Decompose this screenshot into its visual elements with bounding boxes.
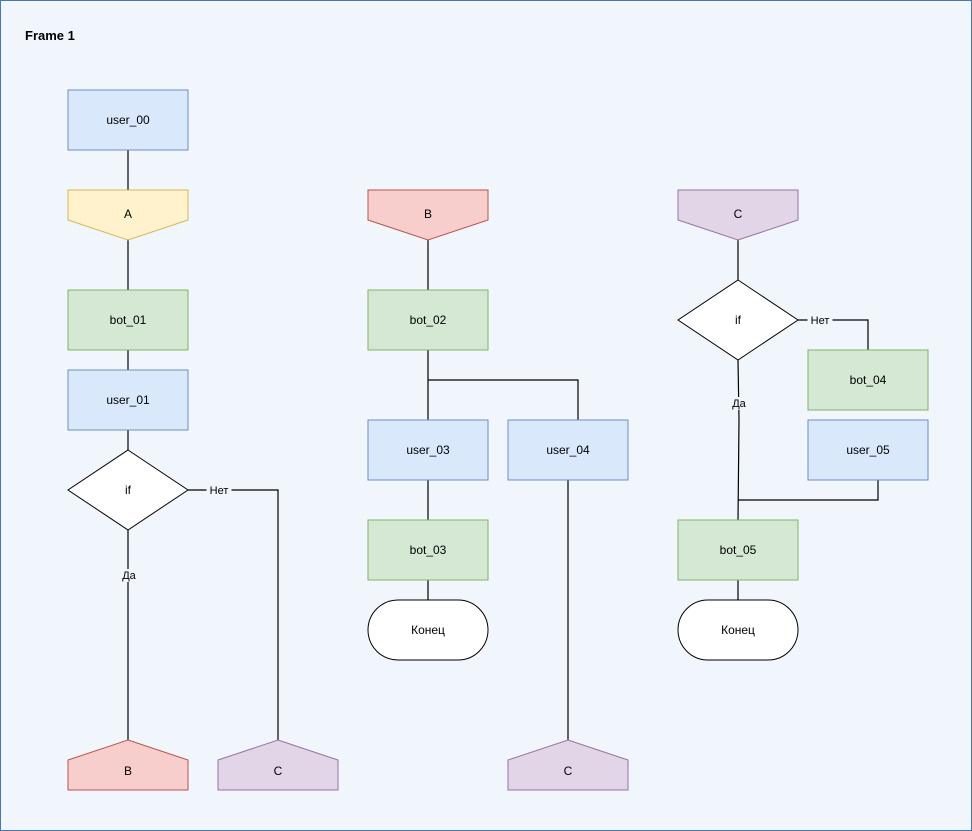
offpage-connector-shape [217, 739, 339, 791]
process-box [67, 89, 189, 151]
node-label: user_03 [406, 443, 450, 457]
edge-label: Нет [807, 314, 833, 327]
node-label: Конец [411, 623, 445, 637]
edge-bot-02-to-user-04 [428, 379, 579, 420]
process-box [367, 289, 489, 351]
process-box [67, 289, 189, 351]
edge-label-text: Да [122, 570, 136, 582]
node-label: bot_02 [410, 313, 447, 327]
node-label: bot_03 [410, 543, 447, 557]
node-label: if [125, 483, 132, 497]
node-label: C [274, 764, 283, 778]
node-user-01[interactable]: user_01 [67, 369, 189, 431]
process-box [507, 419, 629, 481]
process-box [807, 349, 929, 411]
edge-label-bg [206, 484, 232, 497]
node-b-end[interactable]: B [67, 739, 189, 791]
node-label: A [124, 207, 132, 221]
process-box [367, 519, 489, 581]
terminator-pill [677, 599, 799, 661]
terminator-pill [367, 599, 489, 661]
frame-title: Frame 1 [25, 28, 75, 43]
node-end-1[interactable]: Конец [367, 599, 489, 661]
offpage-connector-shape [507, 739, 629, 791]
decision-diamond [67, 449, 189, 531]
node-label: C [564, 764, 573, 778]
node-end-2[interactable]: Конец [677, 599, 799, 661]
node-label: user_04 [546, 443, 590, 457]
edge-label-text: Да [732, 398, 746, 410]
node-label: bot_01 [110, 313, 147, 327]
node-user-04[interactable]: user_04 [507, 419, 629, 481]
process-box [67, 369, 189, 431]
node-bot-04[interactable]: bot_04 [807, 349, 929, 411]
node-label: if [735, 313, 742, 327]
node-bot-02[interactable]: bot_02 [367, 289, 489, 351]
edge-label-text: Нет [811, 315, 830, 327]
node-bot-01[interactable]: bot_01 [67, 289, 189, 351]
edge-label: Нет [206, 484, 232, 497]
node-user-00[interactable]: user_00 [67, 89, 189, 151]
node-label: user_00 [106, 113, 150, 127]
node-c-end-2[interactable]: C [507, 739, 629, 791]
offpage-connector-shape [67, 739, 189, 791]
node-label: user_01 [106, 393, 150, 407]
node-user-03[interactable]: user_03 [367, 419, 489, 481]
edge-label-text: Нет [210, 485, 229, 497]
node-if-1[interactable]: if [67, 449, 189, 531]
edge-if-1-to-c-end-1 [188, 489, 279, 740]
node-label: B [424, 207, 432, 221]
node-label: user_05 [846, 443, 890, 457]
node-bot-05[interactable]: bot_05 [677, 519, 799, 581]
edge-label: Да [730, 397, 748, 410]
node-label: bot_04 [850, 373, 887, 387]
node-label: Конец [721, 623, 755, 637]
edge-label-bg [730, 397, 748, 410]
offpage-connector-shape [677, 189, 799, 241]
node-a[interactable]: A [67, 189, 189, 241]
node-label: C [734, 207, 743, 221]
edge-label-bg [120, 569, 138, 582]
process-box [367, 419, 489, 481]
process-box [807, 419, 929, 481]
node-b[interactable]: B [367, 189, 489, 241]
node-label: B [124, 764, 132, 778]
process-box [677, 519, 799, 581]
edge-label: Да [120, 569, 138, 582]
offpage-connector-shape [367, 189, 489, 241]
edge-user-05-to-bot-05 [738, 480, 879, 501]
node-c[interactable]: C [677, 189, 799, 241]
offpage-connector-shape [67, 189, 189, 241]
node-user-05[interactable]: user_05 [807, 419, 929, 481]
node-bot-03[interactable]: bot_03 [367, 519, 489, 581]
node-c-end-1[interactable]: C [217, 739, 339, 791]
node-if-2[interactable]: if [677, 279, 799, 361]
edge-label-bg [807, 314, 833, 327]
decision-diamond [677, 279, 799, 361]
edge-if-2-to-bot-05 [737, 359, 740, 521]
node-label: bot_05 [720, 543, 757, 557]
